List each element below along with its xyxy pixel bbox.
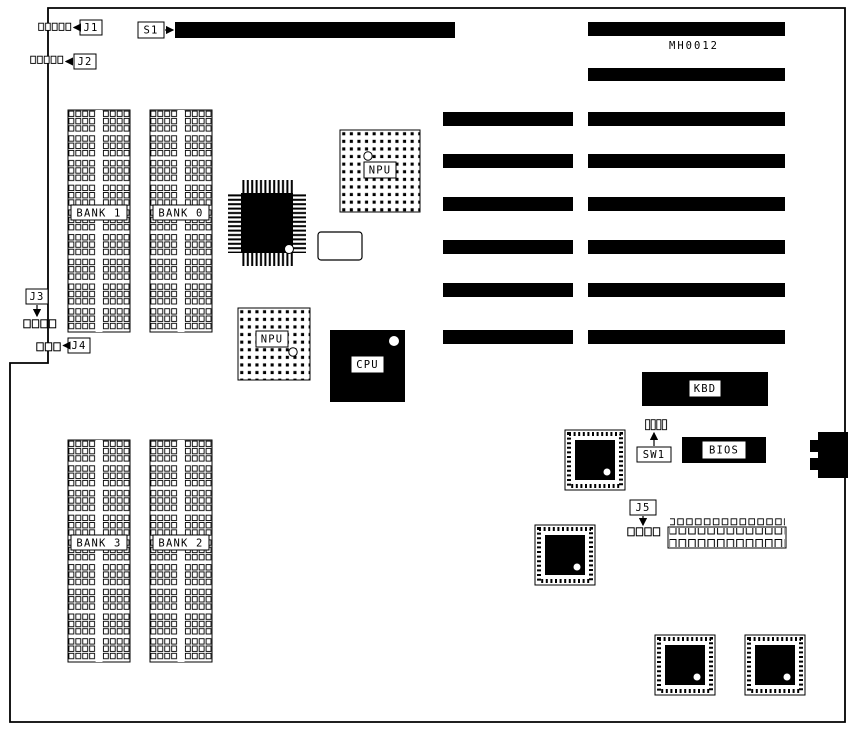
bios-label-box bbox=[701, 440, 747, 460]
s1-label: S1 bbox=[143, 25, 158, 37]
cpu-chip: CPU bbox=[330, 330, 405, 402]
dip-switch-sw1 bbox=[645, 419, 668, 431]
isa-slot-row5-right bbox=[588, 283, 785, 297]
npu-center-label-box bbox=[255, 330, 289, 348]
j5-label: J5 bbox=[635, 502, 650, 514]
callout-s1: S1 bbox=[137, 21, 175, 39]
cpu-label: CPU bbox=[356, 359, 379, 371]
callout-j2: J2 bbox=[64, 53, 97, 70]
callout-j4: J4 bbox=[62, 337, 91, 354]
isa-slot-8bit-1 bbox=[588, 22, 785, 36]
isa-slot-row6-right bbox=[588, 330, 785, 344]
j1-label: J1 bbox=[83, 22, 98, 34]
memory-bank-3: BANK 3 bbox=[67, 439, 131, 663]
npu-socket-center: NPU bbox=[237, 307, 311, 381]
npu-top-pin1-dot bbox=[363, 151, 373, 161]
jumper-j5 bbox=[627, 527, 661, 537]
bank1-label: BANK 1 bbox=[76, 207, 121, 219]
isa-slot-row3-left bbox=[443, 197, 573, 211]
kbd-label-box bbox=[688, 379, 722, 398]
memory-bank-2: BANK 2 bbox=[149, 439, 213, 663]
isa-slot-row2-right bbox=[588, 154, 785, 168]
bank3-label: BANK 3 bbox=[76, 537, 121, 549]
isa-slot-row1-left bbox=[443, 112, 573, 126]
plcc-chip-1 bbox=[564, 429, 626, 491]
bank2-label: BANK 2 bbox=[158, 537, 203, 549]
npu-center-label: NPU bbox=[261, 334, 284, 346]
j3-label: J3 bbox=[29, 291, 44, 303]
bank1-label-box bbox=[70, 204, 128, 221]
callout-j3: J3 bbox=[25, 288, 49, 318]
cpu-label-box bbox=[350, 355, 385, 374]
bios-rom: BIOS bbox=[682, 437, 766, 463]
qfp-chip bbox=[228, 180, 306, 266]
isa-slot-row1-right bbox=[588, 112, 785, 126]
memory-bank-1: BANK 1 bbox=[67, 109, 131, 333]
kbd-label: KBD bbox=[694, 383, 717, 395]
sw1-label: SW1 bbox=[643, 449, 666, 461]
isa-slot-row3-right bbox=[588, 197, 785, 211]
qfp-pin1-dot bbox=[284, 244, 294, 254]
callout-j5: J5 bbox=[629, 499, 657, 527]
bank0-label: BANK 0 bbox=[158, 207, 203, 219]
board-id-text: MH0012 bbox=[669, 40, 719, 52]
npu-socket-top: NPU bbox=[339, 129, 421, 213]
isa-slot-8bit-2 bbox=[588, 68, 785, 81]
oscillator bbox=[317, 231, 363, 261]
bank2-label-box bbox=[152, 534, 210, 551]
npu-top-label: NPU bbox=[369, 165, 392, 177]
plcc-chip-2 bbox=[534, 524, 596, 586]
bank0-label-box bbox=[152, 204, 210, 221]
j4-label: J4 bbox=[71, 340, 86, 352]
bios-label: BIOS bbox=[709, 445, 739, 457]
memory-bank-0: BANK 0 bbox=[149, 109, 213, 333]
isa-slot-row4-right bbox=[588, 240, 785, 254]
isa-slot-row5-left bbox=[443, 283, 573, 297]
s1-slot bbox=[175, 22, 455, 38]
bank3-label-box bbox=[70, 534, 128, 551]
jumper-j3 bbox=[23, 319, 57, 329]
isa-slot-row2-left bbox=[443, 154, 573, 168]
jumper-j4 bbox=[36, 342, 62, 352]
keyboard-din-connector bbox=[810, 432, 848, 478]
kbd-rom: KBD bbox=[642, 372, 768, 406]
j2-label: J2 bbox=[77, 56, 92, 68]
isa-slot-row4-left bbox=[443, 240, 573, 254]
cpu-pin1-dot bbox=[389, 336, 399, 346]
jumper-j1 bbox=[38, 22, 72, 32]
isa-slot-row6-left bbox=[443, 330, 573, 344]
plcc-chip-4 bbox=[744, 634, 806, 696]
npu-top-label-box bbox=[363, 161, 397, 179]
callout-sw1: SW1 bbox=[636, 431, 672, 463]
callout-j1: J1 bbox=[72, 19, 103, 36]
plcc-chip-3 bbox=[654, 634, 716, 696]
board-outline bbox=[9, 7, 846, 723]
jumper-j2 bbox=[30, 55, 64, 65]
pin-header-connector bbox=[667, 518, 787, 549]
npu-center-pin1-dot bbox=[288, 347, 298, 357]
